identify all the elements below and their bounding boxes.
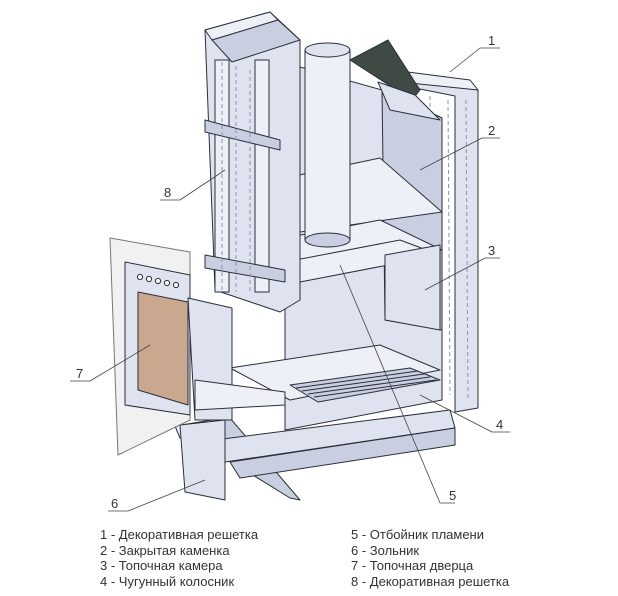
legend-item-6: 6 - Зольник xyxy=(351,542,420,558)
door-glass xyxy=(137,291,189,406)
callout-2: 2 xyxy=(488,123,495,138)
callout-4: 4 xyxy=(496,417,503,432)
legend-item-7: 7 - Топочная дверца xyxy=(351,558,474,573)
legend-item-1: 1 - Декоративная решетка xyxy=(100,527,259,542)
firebox-panel xyxy=(384,244,441,331)
legend-left: 1 - Декоративная решетка 2 - Закрытая ка… xyxy=(100,527,258,589)
callout-3: 3 xyxy=(488,243,495,258)
callout-1: 1 xyxy=(488,33,495,48)
side-decorative-grille xyxy=(204,11,301,313)
rear-decorative-grille xyxy=(391,69,479,413)
callout-6: 6 xyxy=(111,496,118,511)
callout-8: 8 xyxy=(164,185,171,200)
cast-iron-grate xyxy=(289,367,441,403)
legend-item-2: 2 - Закрытая каменка xyxy=(100,542,230,558)
legend-item-8: 8 - Декоративная решетка xyxy=(351,573,510,589)
stove-diagram: 1 2 3 4 5 6 7 8 xyxy=(70,11,510,512)
legend-right: 5 - Отбойник пламени 6 - Зольник 7 - Топ… xyxy=(351,527,509,589)
ash-box xyxy=(174,409,456,501)
legend-item-4: 4 - Чугунный колосник xyxy=(100,573,235,589)
legend-item-5: 5 - Отбойник пламени xyxy=(351,527,484,542)
legend-item-3: 3 - Топочная камера xyxy=(100,558,223,573)
leader-lines xyxy=(70,47,510,512)
flue-pipe xyxy=(304,42,351,248)
firebox-door xyxy=(109,237,286,456)
callout-7: 7 xyxy=(76,366,83,381)
callout-5: 5 xyxy=(449,488,456,503)
